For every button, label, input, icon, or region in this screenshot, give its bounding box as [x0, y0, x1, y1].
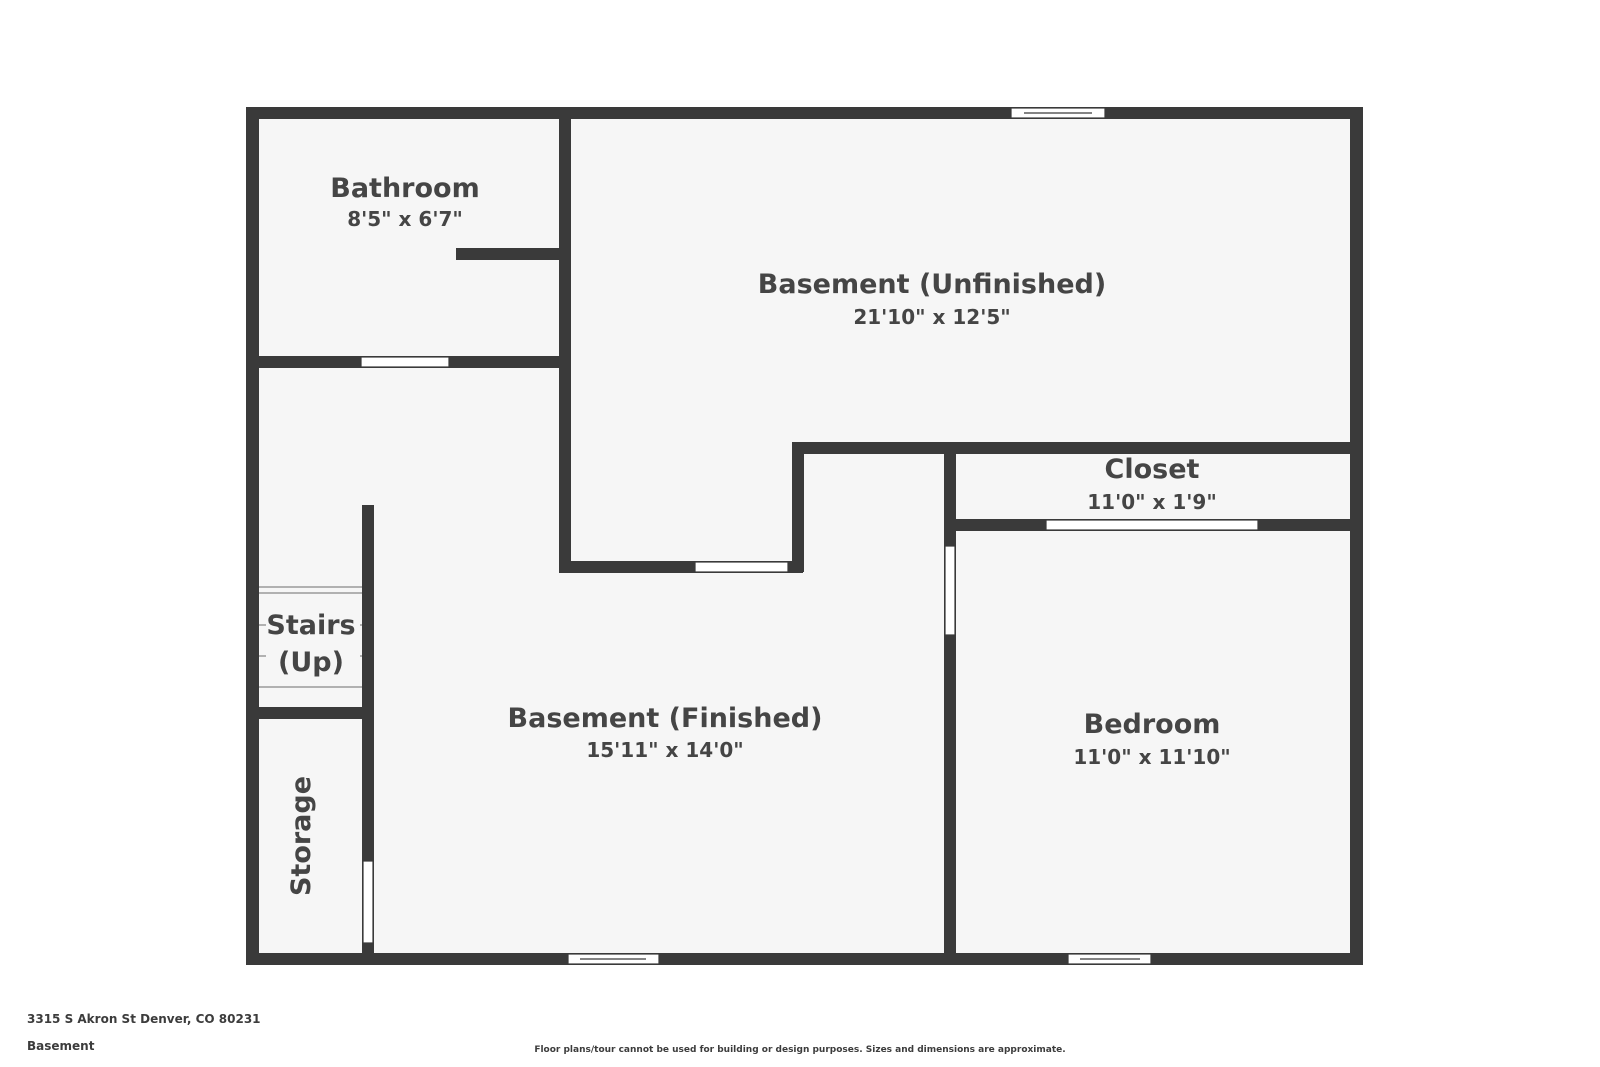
door-storage [362, 860, 374, 944]
wall-storage-top [246, 707, 374, 719]
bedroom-dims: 11'0" x 11'10" [1073, 745, 1230, 769]
openings [360, 107, 1259, 965]
finished-dims: 15'11" x 14'0" [586, 738, 743, 762]
finished-name: Basement (Finished) [508, 703, 823, 734]
unfinished-name: Basement (Unfinished) [758, 269, 1106, 300]
stairs-name-line1: Stairs [266, 610, 355, 641]
closet-name: Closet [1105, 454, 1200, 485]
door-closet [1045, 519, 1259, 531]
storage-name: Storage [286, 776, 317, 896]
wall-top [246, 107, 1362, 119]
bathroom-name: Bathroom [330, 173, 479, 204]
stairs-label-bg [266, 608, 360, 680]
door-bathroom [360, 356, 450, 368]
wall-notch-top [792, 442, 1362, 454]
floor-label: Basement [27, 1039, 95, 1053]
wall-right [1350, 107, 1363, 965]
wall-stairs-east [362, 505, 374, 965]
door-unfinished [694, 561, 789, 573]
disclaimer-text: Floor plans/tour cannot be used for buil… [534, 1045, 1066, 1055]
property-address: 3315 S Akron St Denver, CO 80231 [27, 1012, 261, 1026]
unfinished-dims: 21'10" x 12'5" [853, 305, 1010, 329]
door-bedroom [944, 545, 956, 636]
wall-notch-vertical [792, 442, 804, 572]
closet-dims: 11'0" x 1'9" [1087, 490, 1217, 514]
stairs-name-line2: (Up) [278, 647, 344, 678]
wall-left [246, 107, 259, 965]
wall-bottom [246, 953, 1362, 965]
bathroom-dims: 8'5" x 6'7" [347, 207, 463, 231]
wall-bathroom-stub [456, 248, 566, 260]
bedroom-name: Bedroom [1084, 709, 1221, 740]
wall-bathroom-east [559, 113, 571, 573]
